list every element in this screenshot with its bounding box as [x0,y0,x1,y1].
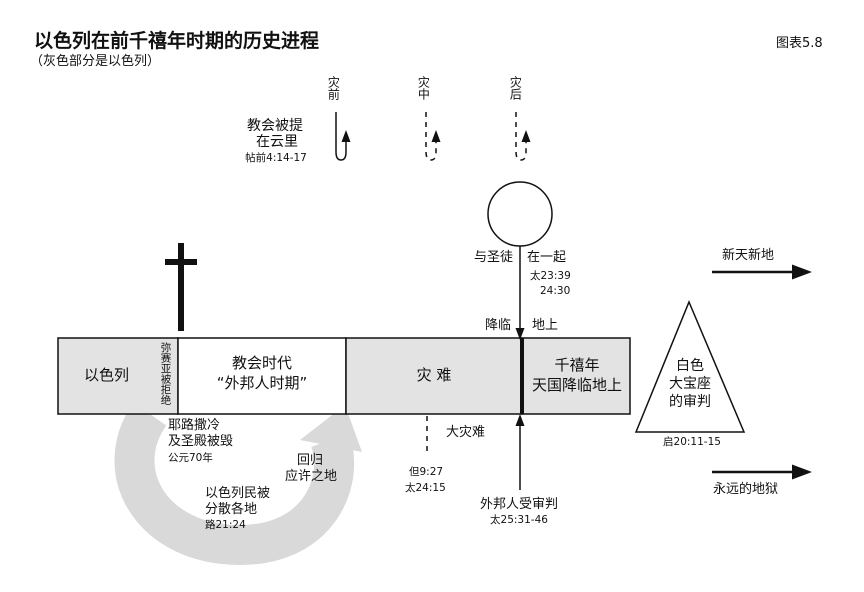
scattered-label: 以色列民被 [205,486,271,501]
earth-label: 地上 [532,318,559,333]
great-throne-label: 大宝座 [669,376,711,392]
page-title: 以色列在前千禧年时期的历史进程 [34,30,320,52]
scatter-ref: 路21:24 [205,519,246,531]
swoop-arrowhead [300,405,362,452]
together-label: 在一起 [527,250,567,265]
rapture-post-arrow [515,112,531,161]
daniel-ref: 但9:27 [409,466,444,478]
kingdom-label: 天国降临地上 [531,376,623,394]
figure-label: 图表5.8 [776,36,823,51]
with-saints-label: 与圣徒 [474,250,514,265]
second-coming-ref-1: 太23:39 [530,270,571,282]
jerusalem-label: 耶路撒冷 [168,418,221,433]
millennium-label: 千禧年 [554,356,600,374]
return-label: 回归 [297,453,324,468]
church-age-label: 教会时代 [231,354,293,372]
rapture-pre-arrow [335,112,351,161]
judgment-label: 的审判 [669,394,711,410]
great-white-throne-triangle [634,300,746,433]
promised-land-label: 应许之地 [285,469,338,484]
gentile-times-label: “外邦人时期” [216,374,308,392]
new-heaven-label: 新天新地 [722,248,775,263]
ad70-label: 公元70年 [168,452,213,464]
subtitle: （灰色部分是以色列） [30,54,161,69]
white-label: 白色 [676,358,704,374]
bar-millennium [521,337,631,415]
temple-destroyed-label: 及圣殿被毁 [168,434,234,449]
rapture-label-2: 在云里 [256,134,298,150]
rapture-label: 教会被提 [247,118,303,134]
matthew-ref: 太24:15 [405,482,446,494]
hell-label: 永远的地狱 [713,482,779,497]
cross-icon [178,243,184,331]
descend-label: 降临 [485,318,512,333]
scattered-label-2: 分散各地 [205,502,258,517]
rapture-ref: 帖前4:14-17 [245,152,307,164]
great-tribulation-label: 大灾难 [446,425,486,440]
tribulation-label: 灾 难 [416,366,452,384]
messiah-rejected-label: 弥赛亚被拒绝 [159,342,172,405]
judgment-ref: 启20:11-15 [663,436,721,448]
heaven-circle [487,181,553,247]
rapture-post-label: 灾后 [508,76,523,100]
return-swoop-arrow [114,402,354,566]
second-coming-ref-2: 24:30 [540,285,571,297]
gentile-judgment-label: 外邦人受审判 [479,497,559,512]
rapture-mid-arrow [425,112,441,161]
bar-tribulation [345,337,523,415]
rapture-mid-label: 灾中 [416,76,431,100]
rapture-pre-label: 灾前 [326,76,341,100]
bar-israel [57,337,179,415]
israel-label: 以色列 [84,366,130,384]
gentile-judgment-ref: 太25:31-46 [490,514,548,526]
